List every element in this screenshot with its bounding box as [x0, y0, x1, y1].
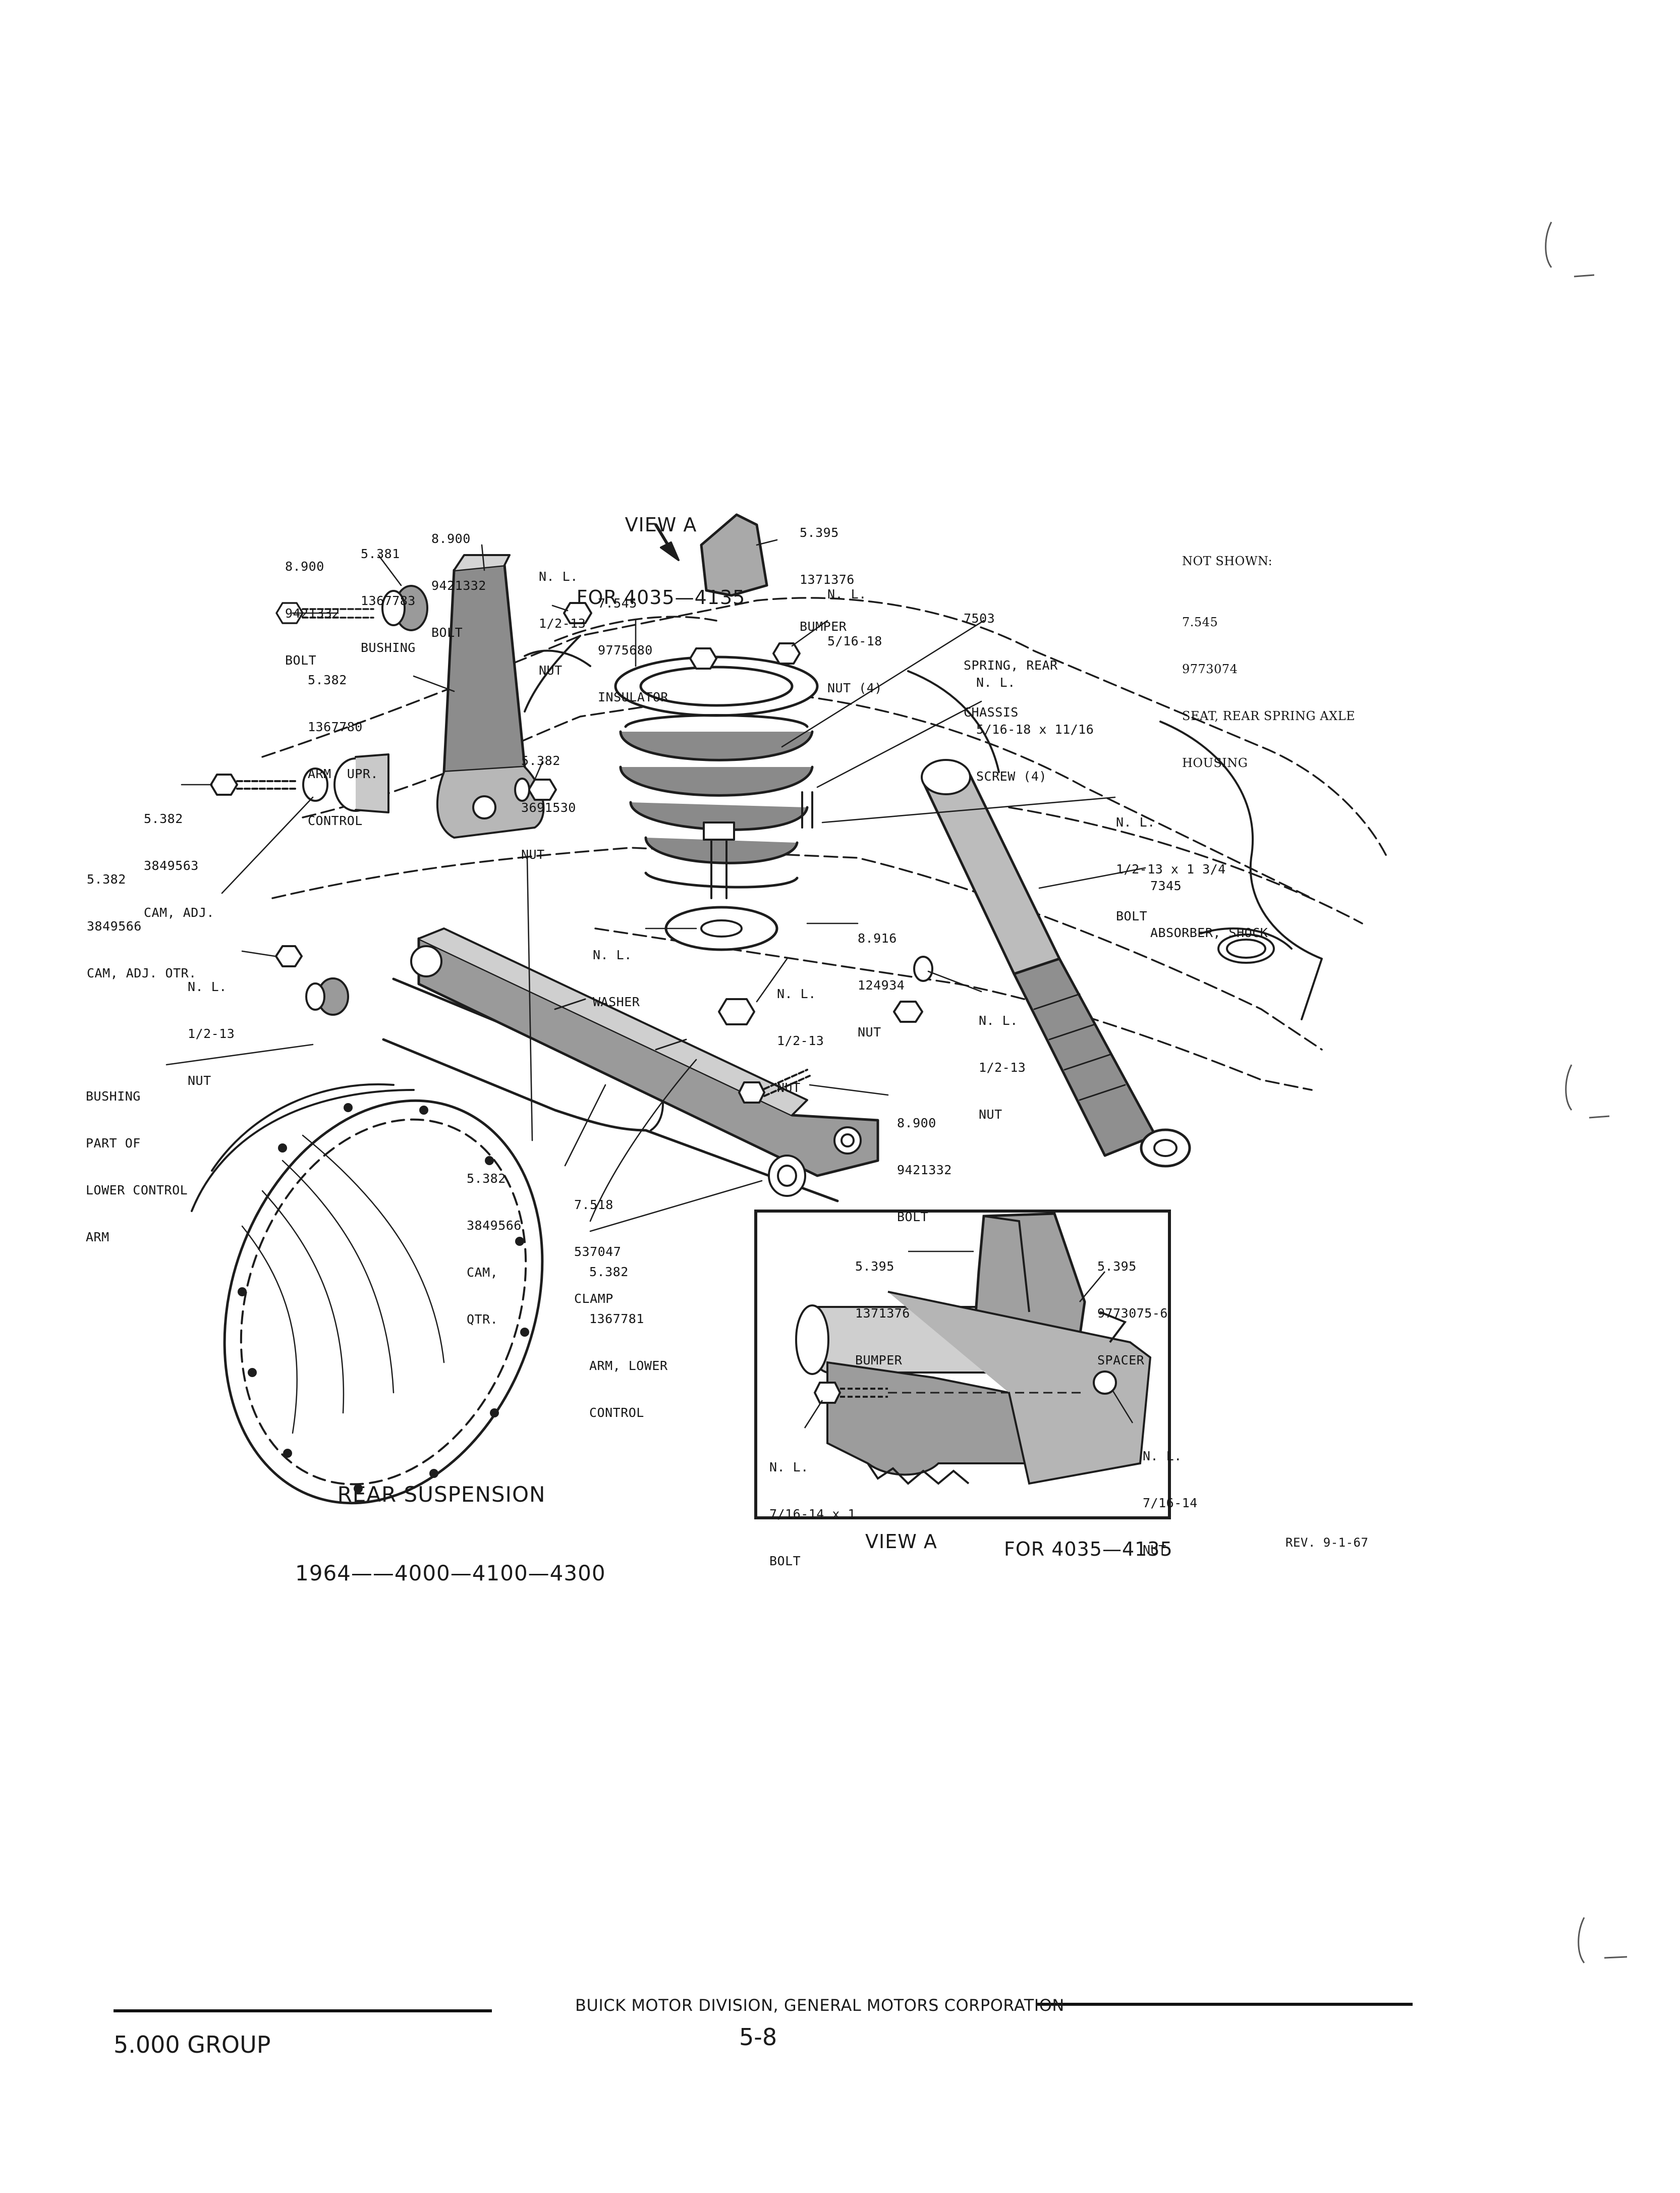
callout-bolt-8900-top-left: 8.900 9421332 BOLT	[285, 559, 340, 668]
frame-rail-right	[1159, 721, 1323, 1020]
nuts-right-1213	[893, 956, 933, 1023]
leader-lines	[165, 539, 1146, 1232]
view-a-line1: VIEW A	[625, 514, 697, 536]
callout-cam-adj: 5.382 3849563 CAM, ADJ.	[144, 811, 214, 920]
revision-note: REV. 9-1-67	[1285, 1536, 1369, 1550]
bolt-8900-top-left	[275, 602, 374, 624]
not-shown-heading: NOT SHOWN:	[1182, 554, 1273, 568]
lower-nut	[718, 998, 755, 1025]
cam-bolt-5382	[210, 753, 389, 813]
callout-screw: N. L. 5/16-18 x 11/16 SCREW (4)	[976, 675, 1094, 784]
shock-absorber	[921, 759, 1191, 1168]
main-title-line2: 1964——4000—4100—4300	[295, 1561, 606, 1585]
scan-marks	[1545, 222, 1628, 1963]
inset-nut-label: N. L. 7/16-14 NUT	[1143, 1449, 1198, 1557]
callout-nut-mid: N. L. 1/2-13 NUT	[777, 986, 824, 1095]
bumper-top	[700, 513, 768, 597]
nuts-516	[689, 642, 813, 829]
lower-bolt-8900	[738, 1069, 811, 1104]
callout-bolt-134: N. L. 1/2-13 x 1 3/4 BOLT	[1116, 815, 1226, 923]
main-title-line1: REAR SUSPENSION	[337, 1482, 546, 1507]
main-title: REAR SUSPENSION 1964——4000—4100—4300	[295, 1429, 606, 1639]
inset-view-a	[754, 1210, 1171, 1519]
inset-caption-view: VIEW A	[865, 1530, 937, 1553]
callout-nut-right: N. L. 1/2-13 NUT	[979, 1013, 1026, 1122]
callout-bolt-lower: 8.900 9421332 BOLT	[897, 1116, 952, 1224]
callout-nut-left: N. L. 1/2-13 NUT	[188, 979, 235, 1088]
callout-cam-adj-otr: 5.382 3849566 CAM, ADJ. OTR.	[87, 872, 197, 980]
callout-bumper-top: 5.395 1371376 BUMPER	[800, 525, 855, 634]
differential-cover	[191, 1083, 544, 1505]
nut-bushing-left	[275, 945, 349, 1016]
callout-nut-516: N. L. 5/16-18 NUT (4)	[827, 587, 882, 695]
footer-page-number: 5-8	[739, 2023, 777, 2051]
callout-bolt-8900-top: 8.900 9421332 BOLT	[431, 531, 486, 640]
footer-division: BUICK MOTOR DIVISION, GENERAL MOTORS COR…	[575, 1996, 1065, 2015]
inset-caption-for: FOR 4035—4135	[1004, 1538, 1173, 1560]
callout-bushing-5381: 5.381 1367783 BUSHING	[361, 546, 416, 655]
frame-hole	[1217, 934, 1275, 964]
callout-shock: 7345 ABSORBER, SHOCK	[1150, 879, 1268, 940]
view-a-line2: FOR 4035—4135	[576, 586, 746, 609]
lower-control-arm	[410, 927, 879, 1177]
callout-arm-upper: 5.382 1367780 ARM, UPR. CONTROL	[308, 673, 378, 828]
callout-clamp: 7.518 537047 CLAMP	[574, 1197, 622, 1306]
callout-washer: N. L. WASHER	[593, 948, 640, 1009]
callout-insulator: 7.545 9775680 INSULATOR	[598, 596, 668, 704]
coil-spring	[614, 655, 819, 889]
lower-bushing	[768, 1155, 806, 1197]
inset-spacer-label: 5.395 9773075-6 SPACER	[1097, 1259, 1168, 1367]
view-a-arrow	[660, 541, 680, 561]
callout-cam-qtr: 5.382 3849566 CAM, QTR.	[467, 1171, 522, 1327]
cover-bolts	[238, 1103, 529, 1493]
callout-arm-lower: 5.382 1367781 ARM, LOWER CONTROL	[589, 1265, 668, 1420]
footer-rules	[114, 2003, 1413, 2012]
nut-3691530	[514, 778, 557, 802]
callout-bushing-lower: BUSHING PART OF LOWER CONTROL ARM	[86, 1089, 188, 1244]
not-shown-note: NOT SHOWN: 7.545 9773074 SEAT, REAR SPRI…	[1182, 554, 1356, 770]
inset-bolt-label: N. L. 7/16-14 x 1 BOLT	[769, 1460, 856, 1568]
view-a-heading: VIEW A FOR 4035—4135	[555, 464, 767, 658]
footer-group: 5.000 GROUP	[114, 2031, 271, 2058]
callout-spring: 7503 SPRING, REAR CHASSIS	[964, 611, 1058, 720]
callout-nut-5382: 5.382 3691530 NUT	[521, 753, 576, 862]
bushing-5381	[381, 585, 428, 631]
callout-nut-top: N. L. 1/2-13 NUT	[539, 569, 586, 678]
callout-nut-8916: 8.916 124934 NUT	[858, 931, 905, 1039]
spring-bolt	[710, 837, 727, 899]
inset-bumper-label: 5.395 1371376 BUMPER	[855, 1259, 910, 1367]
nut-top-1213	[563, 602, 592, 624]
